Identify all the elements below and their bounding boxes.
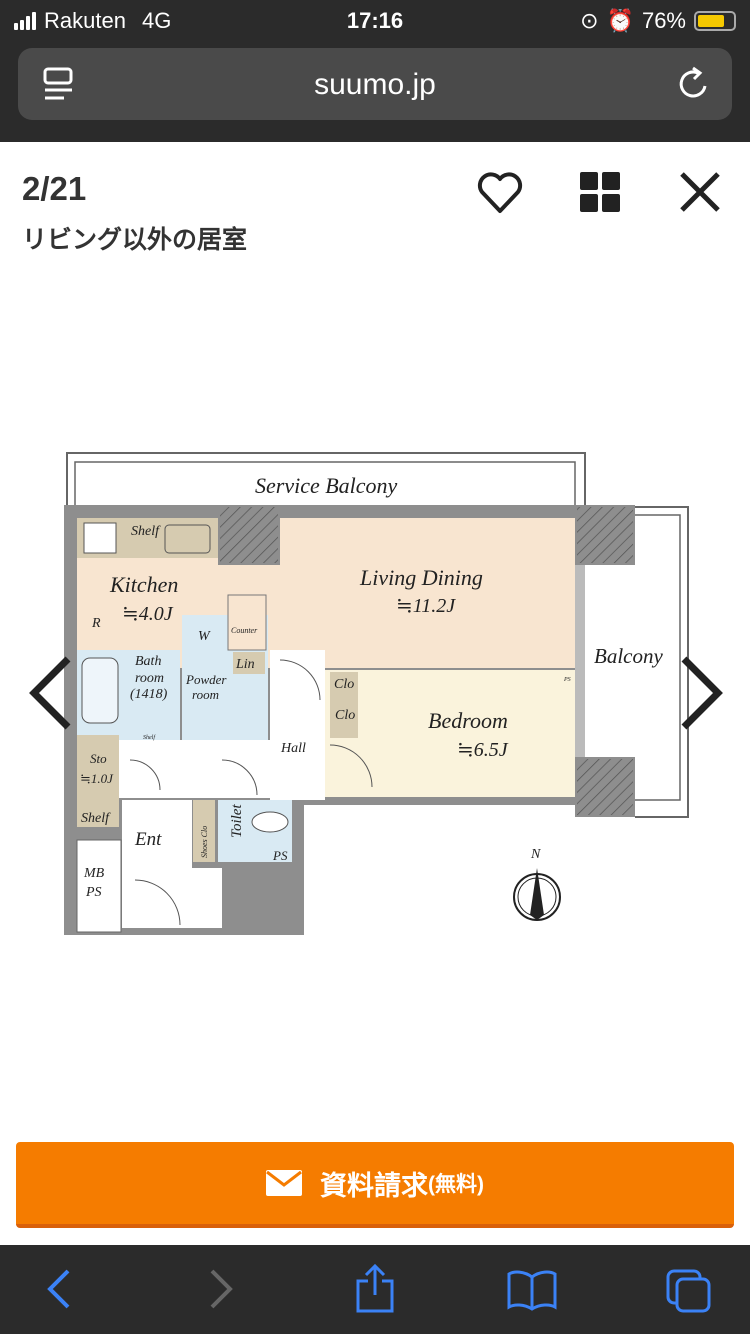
label-lin: Lin (235, 657, 255, 672)
url-text[interactable]: suumo.jp (314, 68, 436, 101)
label-ps: PS (272, 848, 288, 863)
label-shoes-clo: Shoes Clo (200, 826, 209, 858)
close-icon[interactable] (678, 170, 722, 214)
label-hall: Hall (280, 741, 306, 756)
service-balcony (66, 452, 586, 507)
heart-icon[interactable] (476, 170, 524, 216)
label-bedroom: Bedroom (428, 708, 508, 733)
label-bath-size: (1418) (130, 687, 168, 702)
label-bedroom-size: ≒6.5J (457, 739, 509, 761)
battery-icon (694, 11, 736, 31)
carrier: Rakuten (44, 8, 126, 33)
signal-icon (14, 12, 36, 30)
label-counter: Counter (231, 626, 258, 635)
label-mb: MB (83, 866, 105, 881)
label-mb-ps: PS (85, 885, 102, 900)
mail-icon (266, 1170, 302, 1196)
battery-percent: 76% (641, 8, 686, 33)
label-kitchen-size: ≒4.0J (122, 603, 174, 625)
label-kitchen: Kitchen (109, 572, 178, 597)
label-bath: Bath (135, 654, 161, 669)
rotation-lock-icon: ⊙ (580, 8, 599, 33)
share-icon[interactable] (354, 1263, 396, 1315)
image-caption: リビング以外の居室 (22, 226, 248, 254)
forward-icon[interactable] (204, 1265, 238, 1313)
grid-icon[interactable] (578, 172, 622, 214)
label-toilet: Toilet (229, 804, 245, 838)
label-w: W (198, 629, 211, 644)
label-sto-size: ≒1.0J (80, 771, 114, 786)
image-counter: 2/21 (22, 170, 87, 207)
label-living-size: ≒11.2J (396, 595, 456, 617)
bathtub-icon (81, 657, 119, 724)
compass (513, 868, 561, 921)
network: 4G (141, 8, 172, 33)
label-north: N (530, 847, 541, 862)
label-sto: Sto (90, 751, 107, 766)
request-info-button[interactable]: 資料請求(無料) (16, 1142, 734, 1228)
address-bar[interactable]: suumo.jp (18, 48, 732, 120)
next-image-arrow[interactable] (676, 655, 726, 731)
previous-image-arrow[interactable] (26, 655, 76, 731)
toilet-icon (251, 811, 289, 833)
request-info-free: (無料) (428, 1173, 484, 1196)
label-shelf-small: Shelf (143, 734, 156, 741)
bedroom-area (325, 670, 575, 797)
label-ent: Ent (134, 829, 162, 850)
label-balcony: Balcony (594, 644, 663, 668)
label-service-balcony: Service Balcony (255, 473, 398, 498)
request-info-label: 資料請求 (320, 1170, 428, 1201)
reload-icon[interactable] (678, 66, 712, 102)
back-icon[interactable] (42, 1265, 76, 1313)
label-clo-1: Clo (334, 677, 354, 692)
bookmarks-icon[interactable] (506, 1269, 558, 1311)
browser-chrome: Rakuten 4G 17:16 ⊙ ⏰ 76% suumo.jp (0, 0, 750, 142)
alarm-icon: ⏰ (606, 8, 634, 33)
floor-plan: Service Balcony Shelf Kitchen ≒4.0J R Li… (64, 452, 689, 935)
label-ps-small: PS (563, 677, 571, 683)
browser-toolbar (0, 1245, 750, 1334)
tabs-icon[interactable] (664, 1267, 714, 1315)
clock: 17:16 (346, 8, 404, 33)
label-bath-room: room (135, 671, 164, 686)
label-shelf: Shelf (131, 524, 161, 539)
status-bar: Rakuten 4G 17:16 ⊙ ⏰ 76% (0, 6, 750, 36)
reader-icon[interactable] (42, 66, 76, 102)
label-clo-2: Clo (335, 708, 355, 723)
label-powder: Powder (185, 672, 227, 687)
stove-icon (83, 522, 117, 554)
label-living-dining: Living Dining (359, 565, 483, 590)
label-powder-room: room (192, 687, 219, 702)
label-shelf-bottom: Shelf (81, 811, 111, 826)
label-r: R (91, 616, 101, 631)
